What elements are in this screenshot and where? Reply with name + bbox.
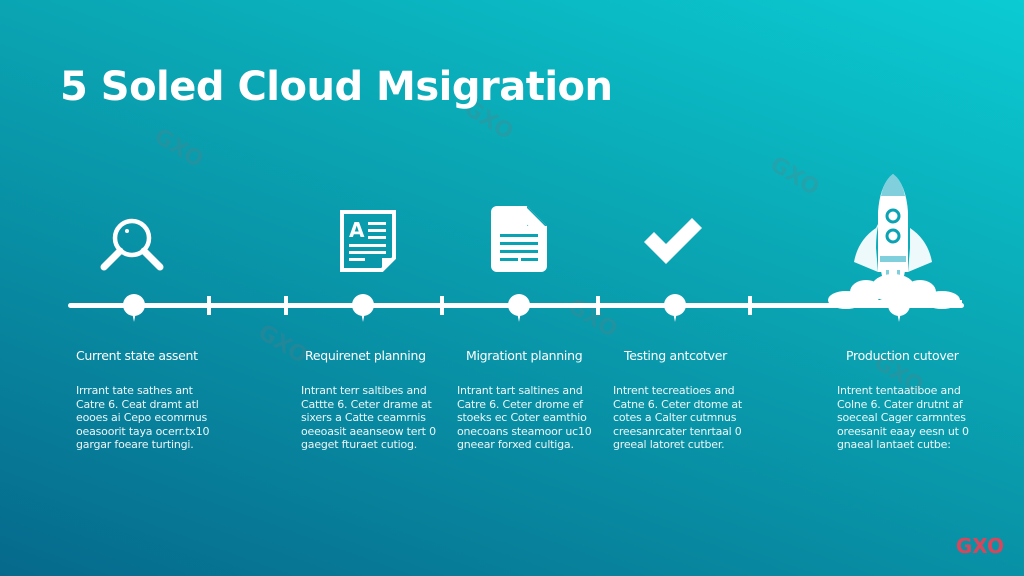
magnifier-icon <box>98 212 168 280</box>
watermark: GXO <box>149 123 208 174</box>
slide-title: 5 Soled Cloud Msigration <box>60 64 613 110</box>
watermark: GXO <box>563 293 622 344</box>
watermark: GXO <box>765 151 824 202</box>
step-title: Requirenet planning <box>305 348 426 363</box>
step-title: Testing antcotver <box>624 348 727 363</box>
timeline-tick <box>748 296 752 315</box>
file-icon <box>491 206 549 276</box>
step-title: Current state assent <box>76 348 198 363</box>
step-title: Migrationt planning <box>466 348 583 363</box>
timeline-node <box>508 294 530 316</box>
svg-text:A: A <box>349 218 365 242</box>
timeline-tick <box>207 296 211 315</box>
timeline-node <box>888 294 910 316</box>
brand-logo: GXO <box>955 534 1004 558</box>
timeline-node <box>123 294 145 316</box>
watermark: GXO <box>253 319 312 370</box>
timeline-node <box>352 294 374 316</box>
timeline-tick <box>284 296 288 315</box>
checkmark-icon <box>642 216 704 270</box>
timeline-tick <box>596 296 600 315</box>
timeline-tick <box>440 296 444 315</box>
timeline-node <box>664 294 686 316</box>
document-text-icon: A <box>340 210 398 276</box>
step-title: Production cutover <box>846 348 959 363</box>
